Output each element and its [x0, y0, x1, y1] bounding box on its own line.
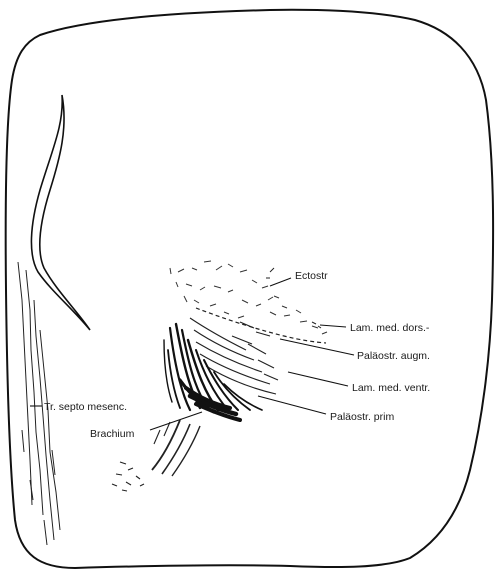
label-brachium: Brachium	[90, 428, 135, 440]
leader-ectostr	[270, 278, 291, 286]
label-palaeostr-prim: Paläostr. prim	[330, 411, 394, 423]
label-tr-septo-mesenc: Tr. septo mesenc.	[44, 401, 127, 413]
label-ectostr: Ectostr	[295, 270, 328, 282]
leader-lam-med-ventr	[288, 372, 348, 386]
palaeostriatum-primitivum-dense-fibers	[164, 324, 262, 420]
label-palaeostr-augm: Paläostr. augm.	[357, 350, 430, 362]
section-outline	[6, 10, 493, 568]
leader-palaeostr-prim	[258, 396, 326, 414]
leader-palaeostr-augm	[280, 339, 354, 355]
ventricle-slit	[31, 95, 90, 330]
lamina-medullaris-dorsalis	[196, 308, 326, 343]
leader-lam-med-dors	[320, 325, 346, 327]
label-lam-med-ventr: Lam. med. ventr.	[352, 382, 430, 394]
label-lam-med-dors: Lam. med. dors.-	[350, 322, 430, 334]
